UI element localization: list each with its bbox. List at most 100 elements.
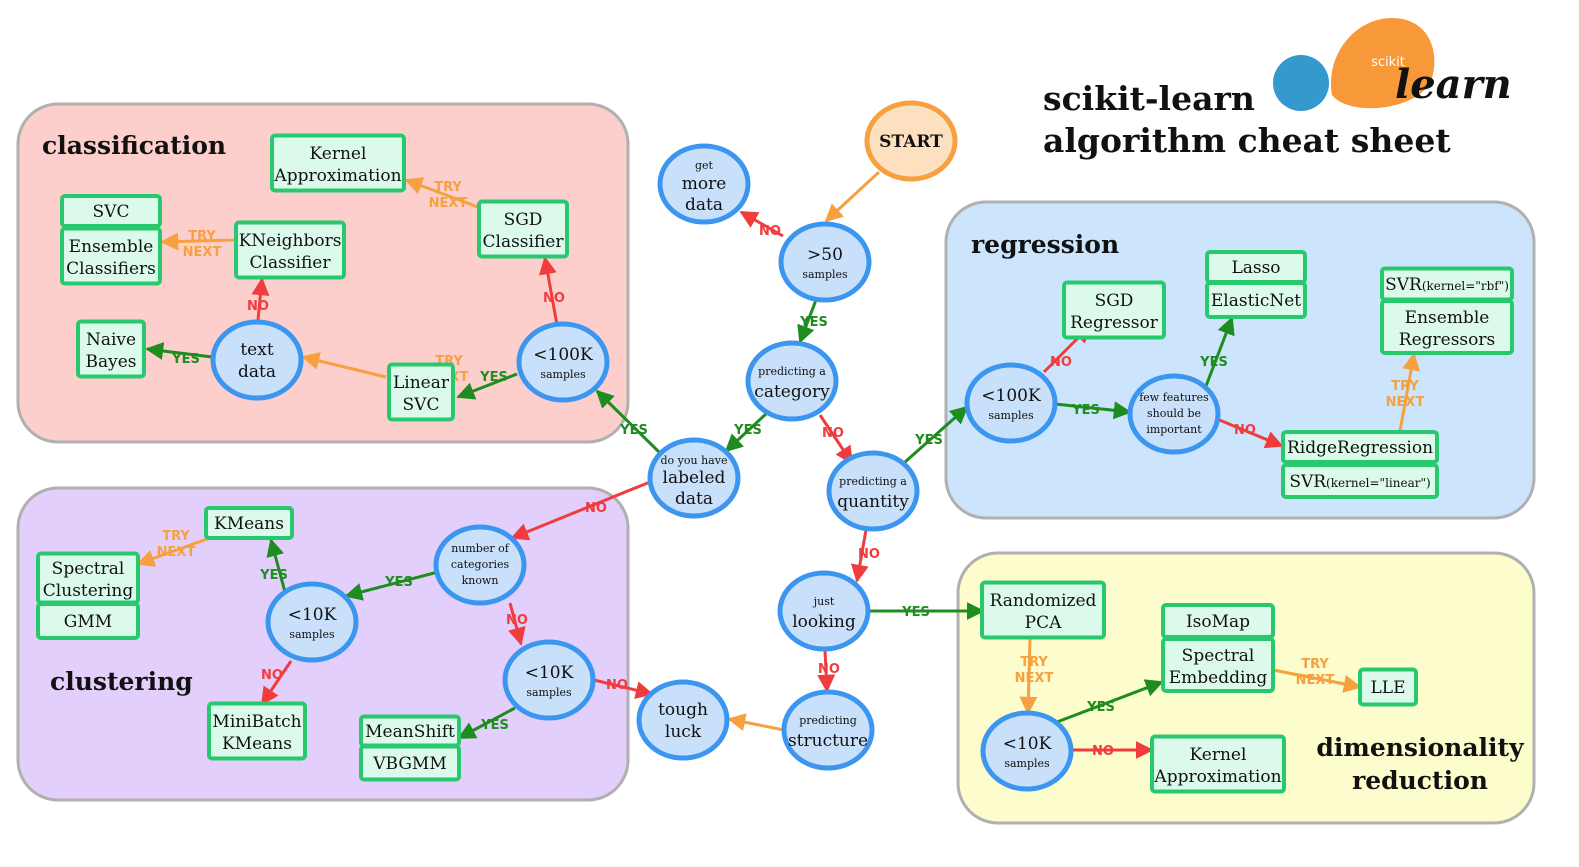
logo-learn-text: learn	[1395, 61, 1512, 108]
yes-edge	[724, 411, 769, 453]
yes-edge	[595, 389, 662, 455]
estimator-svr-linear: SVR(kernel="linear")	[1281, 463, 1439, 499]
node-line: tough	[658, 700, 708, 720]
no-label: NO	[858, 547, 880, 562]
no-label: NO	[818, 662, 840, 677]
node-caption: samples	[526, 686, 572, 699]
estimator-label: Randomized	[990, 591, 1097, 611]
estimator-label: SVR(kernel="linear")	[1289, 472, 1430, 492]
estimator-label: KMeans	[214, 514, 284, 534]
yes-label: YES	[479, 370, 508, 385]
no-edge	[850, 529, 869, 583]
estimator-elasticnet: ElasticNet	[1205, 281, 1307, 319]
node-line: labeled	[663, 468, 726, 488]
yes-label: YES	[480, 718, 509, 733]
no-label: NO	[1092, 744, 1114, 759]
estimator-label: Embedding	[1169, 668, 1268, 688]
try-edge	[1398, 352, 1420, 432]
estimator-label: Lasso	[1231, 258, 1280, 278]
classification-title: classification	[42, 131, 226, 160]
estimator-label: KMeans	[222, 734, 292, 754]
estimator-label: MiniBatch	[212, 712, 301, 732]
node-caption: samples	[988, 409, 1034, 422]
next-label: NEXT	[1386, 395, 1425, 410]
estimator-label: Ensemble	[69, 237, 154, 257]
yes-label: YES	[1086, 700, 1115, 715]
node-value: <10K	[288, 605, 337, 625]
page-title-line2: algorithm cheat sheet	[1043, 121, 1451, 160]
node-question: quantity	[837, 492, 909, 512]
yes-edge	[1054, 401, 1132, 420]
node-line: get	[695, 159, 714, 172]
no-label: NO	[506, 613, 528, 628]
yes-label: YES	[1071, 403, 1100, 418]
node-line: should be	[1147, 407, 1201, 420]
estimator-lle: LLE	[1358, 667, 1418, 707]
estimator-isomap: IsoMap	[1161, 603, 1275, 639]
yes-label: YES	[171, 352, 200, 367]
yes-edge	[904, 405, 969, 464]
yes-edge	[145, 342, 213, 360]
try-edge	[727, 713, 785, 732]
try-edge	[1272, 668, 1362, 693]
node-line: known	[462, 574, 499, 587]
node-line: few features	[1139, 391, 1209, 404]
yes-edge	[456, 372, 518, 400]
no-label: NO	[759, 224, 781, 239]
dimred-title-line1: dimensionality	[1316, 733, 1525, 762]
node-few-features: few features should be important	[1127, 373, 1221, 455]
yes-label: YES	[1199, 355, 1228, 370]
estimator-label: Classifiers	[66, 259, 156, 279]
node-caption: predicting a	[839, 475, 907, 488]
no-label: NO	[822, 426, 844, 441]
estimator-vbgmm: VBGMM	[359, 744, 461, 782]
node-line: more	[682, 174, 727, 194]
estimator-label: SVC	[403, 395, 440, 415]
no-edge	[817, 649, 836, 693]
no-label: NO	[247, 299, 269, 314]
yes-label: YES	[384, 575, 413, 590]
node-caption: predicting a	[758, 365, 826, 378]
estimator-label: Ensemble	[1405, 308, 1490, 328]
node-caption: samples	[1004, 757, 1050, 770]
yes-label: YES	[799, 315, 828, 330]
estimator-label: Bayes	[85, 352, 136, 372]
estimator-gmm: GMM	[36, 602, 140, 640]
estimator-label: Naive	[86, 330, 136, 350]
try-edge	[404, 177, 479, 209]
no-edge	[1216, 417, 1284, 449]
no-edge	[538, 256, 559, 326]
next-label: NEXT	[157, 545, 196, 560]
estimator-lasso: Lasso	[1205, 250, 1307, 284]
estimator-label: MeanShift	[365, 722, 455, 742]
try-label: TRY	[434, 180, 462, 195]
estimator-label: ElasticNet	[1211, 291, 1301, 311]
node-value: <100K	[981, 386, 1041, 406]
yes-edge	[344, 570, 439, 601]
estimator-label: Spectral	[1182, 646, 1255, 666]
try-edge	[1019, 638, 1038, 715]
node-pred-qty: predicting a quantity	[826, 450, 920, 532]
estimator-label: Regressors	[1399, 330, 1495, 350]
estimator-label: RidgeRegression	[1287, 438, 1433, 458]
estimator-label: LLE	[1371, 678, 1406, 698]
try-label: TRY	[162, 529, 190, 544]
estimator-label: PCA	[1025, 613, 1062, 633]
estimator-label: Kernel	[1190, 745, 1247, 765]
node-line: important	[1146, 423, 1202, 436]
node-line: data	[685, 195, 723, 215]
try-edge	[160, 232, 237, 251]
try-edge	[136, 533, 219, 567]
no-edge	[739, 210, 784, 238]
node-line: luck	[665, 722, 702, 742]
